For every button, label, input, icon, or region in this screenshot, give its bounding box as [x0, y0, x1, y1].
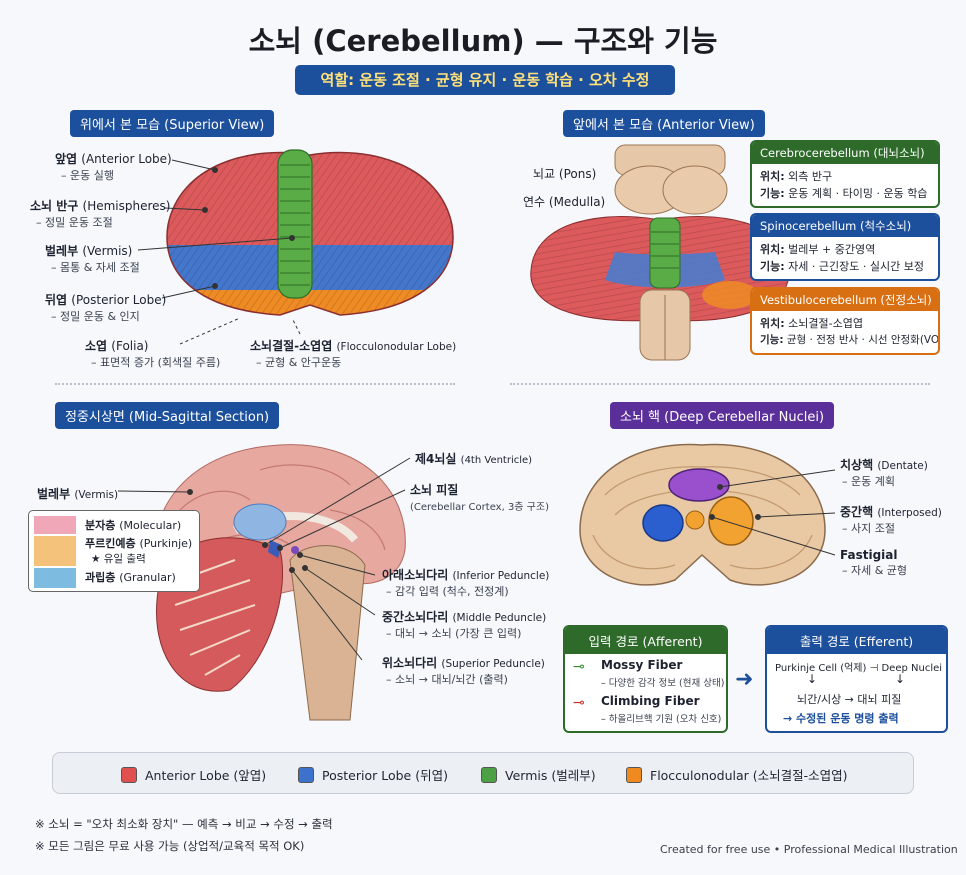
note-2: ※ 모든 그림은 무료 사용 가능 (상업적/교육적 목적 OK) — [35, 839, 305, 853]
sagittal-header: 정중시상면 (Mid-Sagittal Section) — [55, 402, 280, 429]
vestibulocerebellum-box: Vestibulocerebellum (전정소뇌) 위치: 소뇌결절-소엽엽 … — [750, 287, 940, 355]
label-posterior-lobe: 뒤엽 (Posterior Lobe) – 정밀 운동 & 인지 — [45, 293, 167, 323]
down-arrow-icon-2: ↓ — [895, 672, 906, 686]
efferent-line1: Purkinje Cell (억제) ⊣ Deep Nuclei — [775, 663, 943, 674]
label-inferior-peduncle: 아래소뇌다리 (Inferior Peduncle) – 감각 입력 (척수, … — [382, 568, 550, 598]
superior-leader-lines — [137, 159, 301, 345]
label-interposed: 중간핵 (Interposed) – 사지 조절 — [840, 505, 942, 535]
afferent-title: 입력 경로 (Afferent) — [565, 627, 726, 654]
anterior-view-header: 앞에서 본 모습 (Anterior View) — [563, 110, 765, 137]
legend-swatch-anterior — [121, 766, 137, 783]
climbing-fiber-icon: ⊸ — [573, 695, 585, 711]
efferent-line2: 뇌간/시상 → 대뇌 피질 — [797, 693, 902, 706]
legend-swatch-vermis — [481, 766, 497, 783]
nuclei-header: 소뇌 핵 (Deep Cerebellar Nuclei) — [610, 402, 835, 429]
legend-posterior: Posterior Lobe (뒤엽) — [298, 765, 448, 784]
divider-right — [510, 383, 930, 385]
nuclei-leader-lines — [709, 469, 836, 556]
legend-vermis: Vermis (벌레부) — [481, 765, 596, 784]
climbing-fiber-desc: – 하올리브핵 기원 (오차 신호) — [601, 714, 722, 725]
efferent-output: → 수정된 운동 명령 출력 — [783, 712, 899, 725]
sagittal-illustration — [154, 444, 406, 721]
spinocerebellum-box: Spinocerebellum (척수소뇌) 위치: 벌레부 + 중간영역 기능… — [750, 213, 940, 281]
mossy-fiber-icon: ⊸ — [573, 659, 585, 675]
mossy-fiber-desc: – 다양한 감각 정보 (현재 상태) — [601, 678, 725, 689]
climbing-fiber-label: Climbing Fiber — [601, 694, 700, 708]
layer-purkinje-note: ★ 유일 출력 — [91, 553, 146, 565]
label-folia: 소엽 (Folia) – 표면적 증가 (회색질 주름) — [85, 339, 221, 369]
purkinje-layer-swatch — [34, 536, 76, 566]
cerebrocerebellum-title: Cerebrocerebellum (대뇌소뇌) — [752, 142, 938, 164]
efferent-box: 출력 경로 (Efferent) Purkinje Cell (억제) ⊣ De… — [765, 625, 948, 733]
legend-anterior: Anterior Lobe (앞엽) — [121, 765, 266, 784]
label-superior-peduncle: 위소뇌다리 (Superior Peduncle) – 소뇌 → 대뇌/뇌간 (… — [382, 656, 545, 686]
label-pons: 뇌교 (Pons) — [533, 167, 597, 181]
superior-view-header: 위에서 본 모습 (Superior View) — [70, 110, 275, 137]
sagittal-leader-lines — [117, 457, 411, 661]
label-fastigial: Fastigial – 자세 & 균형 — [840, 548, 908, 577]
label-flocculonodular: 소뇌결절-소엽엽 (Flocculonodular Lobe) – 균형 & 안… — [250, 339, 457, 369]
layer-granular: 과립층 (Granular) — [85, 571, 176, 584]
label-vermis-sagittal: 벌레부 (Vermis) — [37, 487, 119, 501]
page-title: 소뇌 (Cerebellum) — 구조와 기능 — [248, 24, 718, 58]
label-medulla: 연수 (Medulla) — [523, 195, 606, 209]
color-legend: Anterior Lobe (앞엽) Posterior Lobe (뒤엽) V… — [52, 752, 914, 794]
label-4th-ventricle: 제4뇌실 (4th Ventricle) — [415, 452, 533, 466]
efferent-title: 출력 경로 (Efferent) — [767, 627, 946, 654]
spinocerebellum-title: Spinocerebellum (척수소뇌) — [752, 215, 938, 237]
flow-arrow-icon: ➜ — [735, 667, 754, 692]
nuclei-illustration — [579, 443, 826, 586]
mossy-fiber-label: Mossy Fiber — [601, 658, 683, 672]
granular-layer-swatch — [34, 568, 76, 588]
cortex-layers-inset: 분자층 (Molecular) 푸르킨예층 (Purkinje) ★ 유일 출력… — [28, 510, 200, 592]
role-banner: 역할: 운동 조절 · 균형 유지 · 운동 학습 · 오차 수정 — [295, 65, 675, 95]
credit-text: Created for free use • Professional Medi… — [660, 843, 958, 856]
label-anterior-lobe: 앞엽 (Anterior Lobe) – 운동 실행 — [55, 152, 172, 182]
cerebrocerebellum-box: Cerebrocerebellum (대뇌소뇌) 위치: 외측 반구 기능: 운… — [750, 140, 940, 208]
label-middle-peduncle: 중간소뇌다리 (Middle Peduncle) – 대뇌 → 소뇌 (가장 큰… — [382, 610, 547, 640]
label-cerebellar-cortex: 소뇌 피질 (Cerebellar Cortex, 3층 구조) — [410, 483, 549, 513]
layer-purkinje: 푸르킨예층 (Purkinje) — [85, 537, 193, 550]
afferent-box: 입력 경로 (Afferent) ⊸ Mossy Fiber – 다양한 감각 … — [563, 625, 728, 733]
layer-molecular: 분자층 (Molecular) — [85, 519, 182, 532]
vestibulocerebellum-title: Vestibulocerebellum (전정소뇌) — [752, 289, 938, 311]
note-1: ※ 소뇌 = "오차 최소화 장치" — 예측 → 비교 → 수정 → 출력 — [35, 817, 333, 831]
label-dentate: 치상핵 (Dentate) – 운동 계획 — [840, 458, 928, 488]
label-vermis-superior: 벌레부 (Vermis) – 몸통 & 자세 조절 — [45, 244, 140, 274]
divider-left — [55, 383, 455, 385]
legend-swatch-posterior — [298, 766, 314, 783]
anterior-view-illustration — [530, 144, 790, 361]
down-arrow-icon-1: ↓ — [807, 672, 818, 686]
legend-swatch-flocculonodular — [626, 766, 642, 783]
molecular-layer-swatch — [34, 516, 76, 534]
label-hemispheres: 소뇌 반구 (Hemispheres) – 정밀 운동 조절 — [30, 199, 171, 229]
legend-flocculonodular: Flocculonodular (소뇌결절-소엽엽) — [626, 765, 848, 784]
